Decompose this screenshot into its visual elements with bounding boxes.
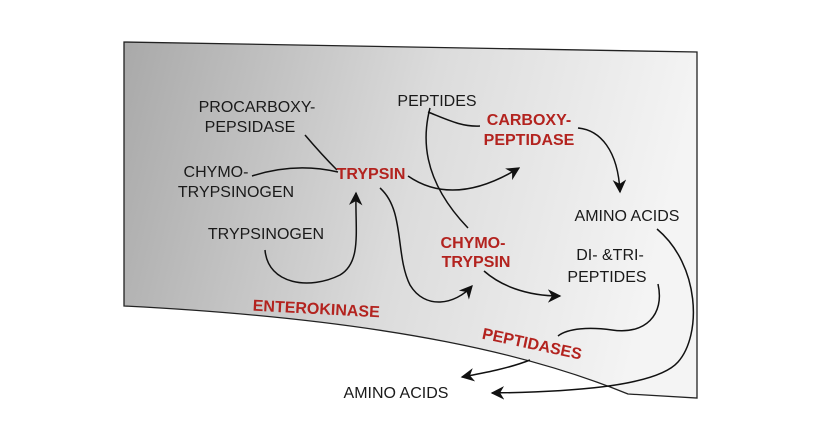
arrow-di-tri-peptides-to-peptidases (557, 283, 661, 337)
arrow-trypsin-to-carboxypeptidase (407, 167, 521, 191)
arrow-chymotrypsin-to-peptides (483, 270, 562, 303)
enzyme-chymotrypsin-line1: CHYMO- (441, 235, 506, 252)
label-di-tri-line1: DI- &TRI- (576, 247, 644, 264)
enzyme-chymotrypsin-line2: TRYPSIN (442, 254, 511, 271)
enzyme-enterokinase: ENTEROKINASE (252, 298, 380, 322)
label-di-tri-line2: PEPTIDES (567, 269, 646, 286)
background-panel (123, 41, 698, 399)
label-amino-acids-bottom: AMINO ACIDS (344, 385, 449, 402)
arrow-carboxypeptidase-to-amino-acids (577, 127, 627, 194)
label-procarboxy-line2: PEPSIDASE (205, 119, 296, 136)
label-chymotrypsinogen-line2: TRYPSINOGEN (178, 184, 294, 201)
enzyme-trypsin: TRYPSIN (337, 166, 406, 183)
arrow-peptidases-to-amino-acids (460, 359, 531, 382)
label-amino-acids-right: AMINO ACIDS (575, 208, 680, 225)
arrow-peptides-to-carboxypeptidase (427, 111, 481, 127)
arrow-amino-acids-curve-to-bottom (490, 228, 695, 400)
label-peptides-top: PEPTIDES (397, 93, 476, 110)
label-procarboxy-line1: PROCARBOXY- (199, 99, 316, 116)
arrow-procarboxypepsidase-to-trypsin (304, 134, 338, 171)
label-chymotrypsinogen-line1: CHYMO- (184, 164, 249, 181)
enzyme-carboxypeptidase-line2: PEPTIDASE (484, 132, 575, 149)
enzyme-carboxypeptidase-line1: CARBOXY- (487, 112, 571, 129)
arrow-trypsin-to-chymotrypsin (379, 187, 473, 303)
arrow-chymotrypsinogen-to-trypsin (251, 167, 339, 177)
label-trypsinogen: TRYPSINOGEN (208, 226, 324, 243)
arrow-peptides-to-chymotrypsin (425, 107, 469, 229)
arrow-trypsinogen-enterokinase-to-trypsin (264, 191, 363, 284)
